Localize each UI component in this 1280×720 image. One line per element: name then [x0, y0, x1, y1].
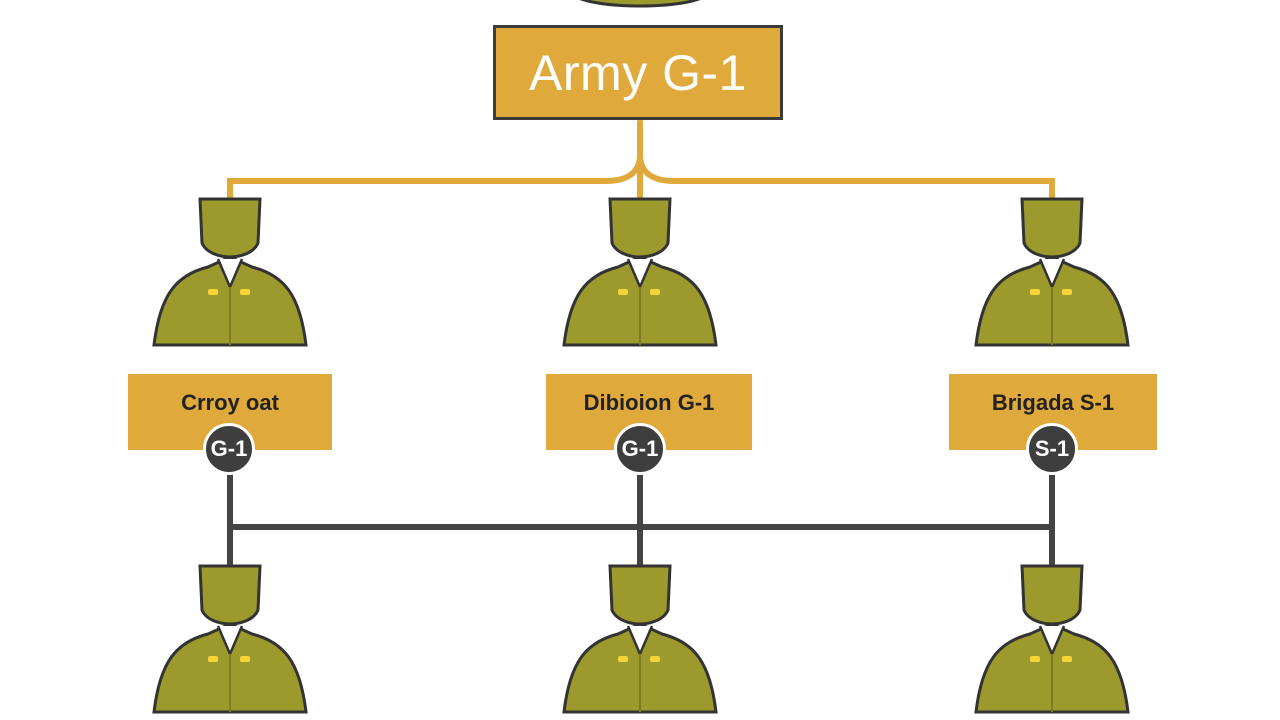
badge-text: S-1 — [1034, 436, 1070, 461]
unit-label: Brigada S-1 — [991, 390, 1115, 415]
badge-text: G-1 — [621, 436, 659, 461]
top-node-label: Army G-1 — [529, 44, 747, 101]
unit-label-box-1: Crroy oat — [128, 374, 332, 450]
top-node-army-g1: Army G-1 — [493, 25, 783, 120]
soldier-icon — [152, 197, 308, 347]
soldier-icon — [974, 197, 1130, 347]
unit-label: Dibioion G-1 — [583, 390, 715, 415]
soldier-icon — [562, 564, 718, 714]
top-oval-node — [579, 0, 701, 8]
soldier-icon — [974, 564, 1130, 714]
unit-badge-3: S-1 — [1026, 423, 1078, 475]
unit-label: Crroy oat — [181, 390, 279, 415]
badge-text: G-1 — [210, 436, 248, 461]
gold-connectors — [227, 119, 1055, 203]
dark-connectors — [227, 470, 1055, 565]
soldier-icon — [152, 564, 308, 714]
unit-badge-1: G-1 — [203, 423, 255, 475]
soldier-icon — [562, 197, 718, 347]
unit-badge-2: G-1 — [614, 423, 666, 475]
